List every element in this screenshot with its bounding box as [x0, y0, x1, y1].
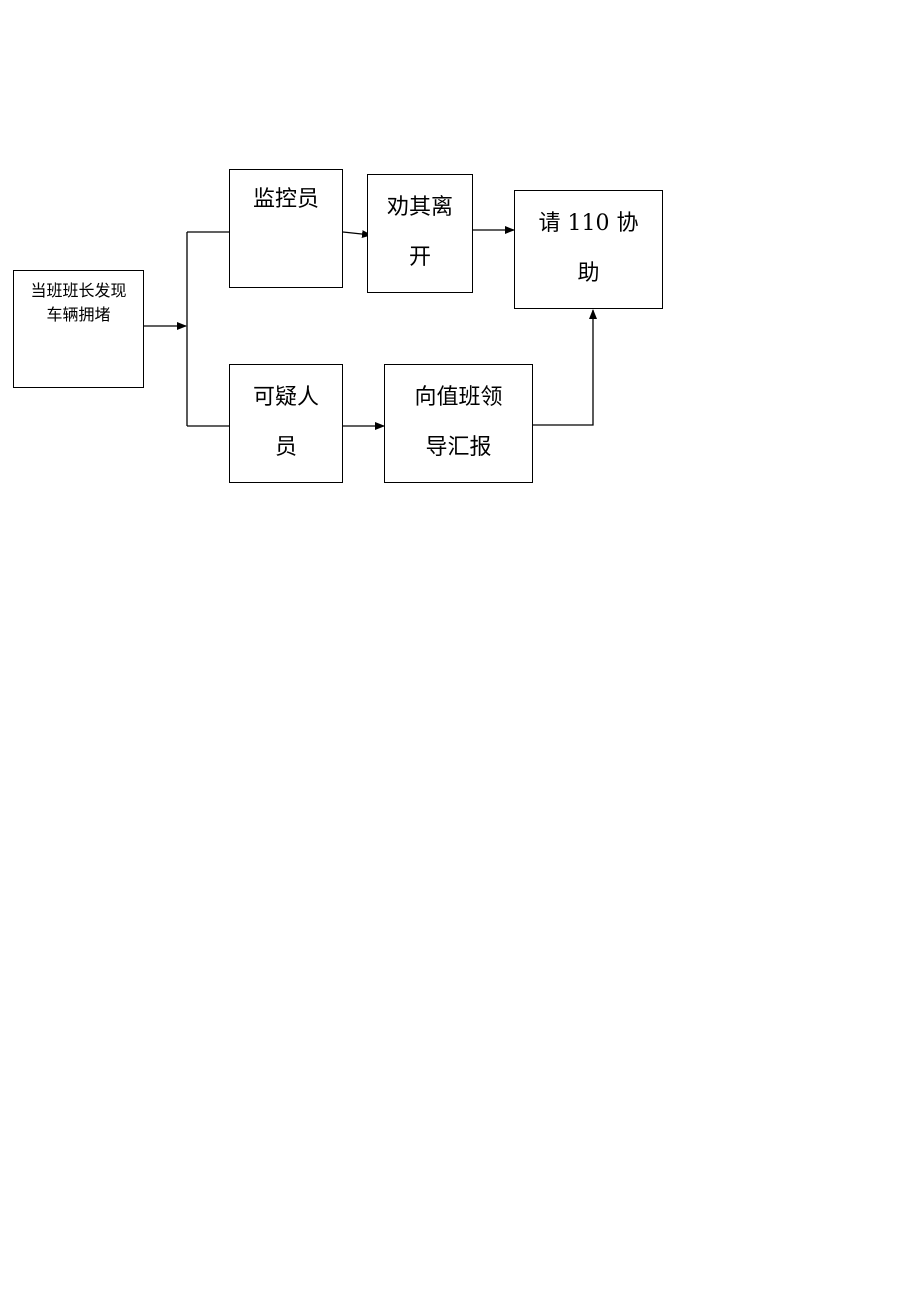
node-suspect: 可疑人员 [229, 364, 343, 483]
node-suspect-label: 可疑人员 [252, 385, 319, 460]
edge-report-to-police [533, 309, 597, 426]
node-monitor: 监控员 [229, 169, 343, 288]
node-call-police: 请 110 协助 [514, 190, 663, 309]
node-monitor-label: 监控员 [252, 187, 319, 212]
node-persuade-label: 劝其离开 [386, 195, 453, 270]
node-start: 当班班长发现车辆拥堵 [13, 270, 144, 388]
node-persuade-leave: 劝其离开 [367, 174, 473, 293]
edge-monitor-to-persuade [342, 230, 372, 239]
node-report-label: 向值班领导汇报 [414, 385, 503, 460]
node-police-label: 请 110 协助 [538, 211, 639, 286]
node-report-leader: 向值班领导汇报 [384, 364, 533, 483]
node-start-label: 当班班长发现车辆拥堵 [30, 281, 127, 324]
